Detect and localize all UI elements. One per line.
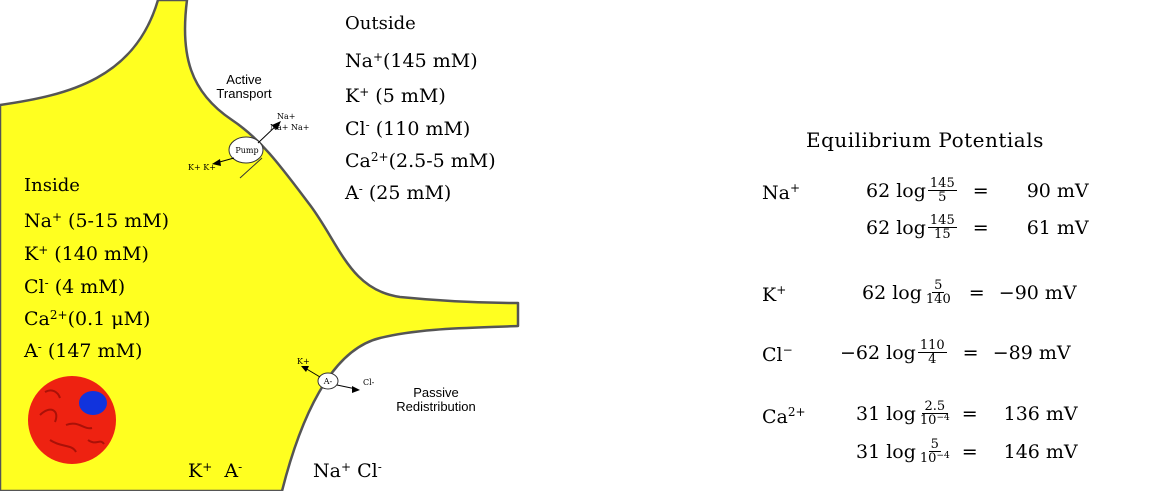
- active-transport-label: Active Transport: [216, 72, 272, 101]
- eq-ion-k: K+: [762, 283, 787, 306]
- outside-ion-a: A- (25 mM): [345, 182, 452, 204]
- outside-ion-ca: Ca2+(2.5-5 mM): [345, 150, 496, 172]
- eq-ion-ca: Ca2+: [762, 405, 806, 428]
- pump: [212, 121, 281, 179]
- inside-ion-a: A- (147 mM): [24, 340, 143, 362]
- cell-diagram: [0, 0, 520, 491]
- bottom-inside-ions: K+ A-: [188, 460, 243, 482]
- passive-a-label: A-: [323, 377, 333, 386]
- pump-label: Pump: [235, 146, 259, 155]
- eq-ion-cl: Cl−: [762, 343, 793, 366]
- eq-ion-na: Na+: [762, 181, 801, 204]
- bottom-outside-ions: Na+ Cl-: [313, 460, 382, 482]
- passive-redistribution-label: Passive Redistribution: [396, 385, 476, 414]
- organelle: [28, 376, 116, 464]
- outside-ion-cl: Cl- (110 mM): [345, 118, 471, 140]
- outside-title: Outside: [345, 13, 416, 34]
- inside-ion-k: K+ (140 mM): [24, 243, 149, 265]
- pump-na-top: Na+: [277, 112, 296, 121]
- equilibrium-title: Equilibrium Potentials: [806, 128, 1044, 152]
- outside-ion-k: K+ (5 mM): [345, 85, 446, 107]
- inside-title: Inside: [24, 175, 80, 196]
- outside-ion-na: Na+(145 mM): [345, 50, 478, 72]
- inside-ion-cl: Cl- (4 mM): [24, 276, 126, 298]
- pump-k-label: K+ K+: [188, 163, 216, 172]
- inside-ion-ca: Ca2+(0.1 μM): [24, 308, 151, 330]
- cell-body: [0, 0, 520, 491]
- nucleus: [79, 391, 107, 415]
- passive-channel: [301, 366, 360, 393]
- inside-ion-na: Na+ (5-15 mM): [24, 210, 170, 232]
- passive-cl-label: Cl-: [363, 378, 375, 387]
- pump-na-bottom: Na+ Na+: [270, 123, 310, 132]
- passive-k-label: K+: [297, 357, 310, 366]
